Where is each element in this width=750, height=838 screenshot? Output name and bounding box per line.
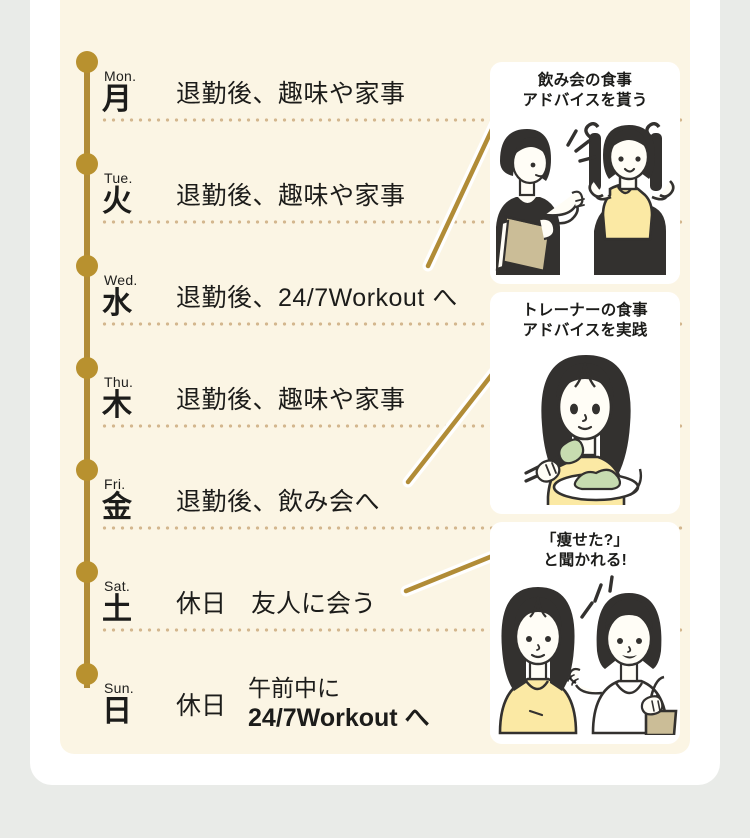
activity-text: 退勤後、24/7Workout へ xyxy=(176,284,458,312)
day-kanji: 金 xyxy=(102,491,132,524)
schedule-row-sat: Sat. 土 休日 友人に会う xyxy=(100,551,376,653)
timeline-dot-fri xyxy=(76,459,98,481)
row-separator-1 xyxy=(100,118,686,122)
day-label-thu: Thu. 木 xyxy=(100,375,162,421)
day-abbr-en: Thu. xyxy=(104,374,134,390)
schedule-row-tue: Tue. 火 退勤後、趣味や家事 xyxy=(100,143,406,245)
day-label-sat: Sat. 土 xyxy=(100,579,162,625)
activity-line-1: 午前中に xyxy=(248,674,341,701)
day-abbr-en: Tue. xyxy=(104,170,133,186)
illustration-two-friends-walking xyxy=(490,574,680,737)
schedule-row-mon: Mon. 月 退勤後、趣味や家事 xyxy=(100,41,406,143)
timeline-dot-thu xyxy=(76,357,98,379)
row-separator-6 xyxy=(100,628,686,632)
day-kanji: 月 xyxy=(102,83,132,116)
timeline-dot-tue xyxy=(76,153,98,175)
callout-caption: 飲み会の食事 アドバイスを貰う xyxy=(490,62,680,115)
day-kanji: 水 xyxy=(102,287,132,320)
timeline-dot-sun xyxy=(76,663,98,685)
activity-text-block: 午前中に 24/7Workout へ xyxy=(248,674,430,734)
row-separator-3 xyxy=(100,322,686,326)
timeline-dot-sat xyxy=(76,561,98,583)
rest-day-label: 休日 xyxy=(176,692,227,720)
day-kanji: 日 xyxy=(102,695,132,728)
callout-card-friends-notice-weight-loss: 「痩せた?」 と聞かれる! xyxy=(490,522,680,744)
activity-text: 退勤後、趣味や家事 xyxy=(176,182,406,210)
callout-card-drinking-party-advice: 飲み会の食事 アドバイスを貰う xyxy=(490,62,680,284)
schedule-row-wed: Wed. 水 退勤後、24/7Workout へ xyxy=(100,245,458,347)
activity-text: 休日 友人に会う xyxy=(176,590,377,618)
row-separator-5 xyxy=(100,526,686,530)
activity-line-2: 24/7Workout へ xyxy=(248,703,430,732)
day-label-sun: Sun. 日 xyxy=(100,681,162,727)
timeline-dot-wed xyxy=(76,255,98,277)
day-kanji: 火 xyxy=(102,185,132,218)
illustration-woman-eating-salad xyxy=(490,344,680,509)
activity-text: 退勤後、飲み会へ xyxy=(176,488,381,516)
day-label-tue: Tue. 火 xyxy=(100,171,162,217)
callout-caption: 「痩せた?」 と聞かれる! xyxy=(490,522,680,575)
callout-caption-line-2: アドバイスを貰う xyxy=(522,92,648,110)
callout-caption-line-2: アドバイスを実践 xyxy=(522,322,648,340)
illustration-trainer-advising-client xyxy=(490,114,680,277)
day-label-mon: Mon. 月 xyxy=(100,69,162,115)
day-abbr-en: Sun. xyxy=(104,680,134,696)
callout-caption: トレーナーの食事 アドバイスを実践 xyxy=(490,292,680,345)
callout-caption-line-1: 飲み会の食事 xyxy=(537,72,633,89)
day-abbr-en: Fri. xyxy=(104,476,126,492)
schedule-row-fri: Fri. 金 退勤後、飲み会へ xyxy=(100,449,380,551)
activity-text: 退勤後、趣味や家事 xyxy=(176,80,406,108)
day-kanji: 土 xyxy=(102,593,132,626)
day-abbr-en: Sat. xyxy=(104,578,131,594)
schedule-row-sun: Sun. 日 休日 午前中に 24/7Workout へ xyxy=(100,653,430,755)
schedule-row-thu: Thu. 木 退勤後、趣味や家事 xyxy=(100,347,406,449)
day-abbr-en: Wed. xyxy=(104,272,138,288)
callout-caption-line-1: トレーナーの食事 xyxy=(522,302,648,319)
day-label-fri: Fri. 金 xyxy=(100,477,162,523)
callout-caption-line-1: 「痩せた?」 xyxy=(540,532,630,549)
day-kanji: 木 xyxy=(102,389,132,422)
day-label-wed: Wed. 水 xyxy=(100,273,162,319)
activity-text: 退勤後、趣味や家事 xyxy=(176,386,406,414)
row-separator-2 xyxy=(100,220,686,224)
day-abbr-en: Mon. xyxy=(104,68,137,84)
callout-caption-line-2: と聞かれる! xyxy=(543,552,627,570)
callout-card-trainer-diet-advice: トレーナーの食事 アドバイスを実践 xyxy=(490,292,680,514)
row-separator-4 xyxy=(100,424,686,428)
timeline-dot-mon xyxy=(76,51,98,73)
